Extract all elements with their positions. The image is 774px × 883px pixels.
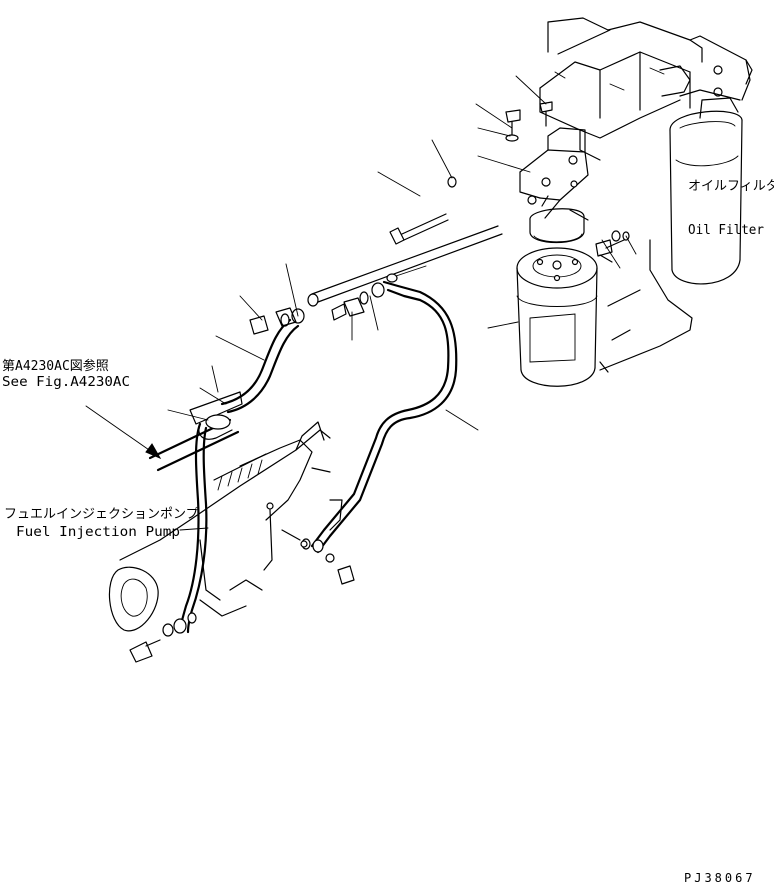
oil-filter-label-en: Oil Filter bbox=[688, 223, 764, 238]
fuel-injection-pump bbox=[108, 421, 343, 632]
pipe-fittings bbox=[129, 273, 398, 663]
oil-filter-main bbox=[669, 97, 743, 285]
oil-pipe-return bbox=[310, 280, 458, 554]
leader-lines bbox=[167, 75, 637, 531]
reference-arrow bbox=[85, 405, 162, 460]
oil-filter-label-jp: オイルフィルタ bbox=[688, 179, 774, 194]
fuel-pump-label-en: Fuel Injection Pump bbox=[16, 525, 180, 540]
filter-head-bolts bbox=[505, 101, 630, 257]
long-bolt bbox=[389, 176, 457, 245]
oil-pipe-supply bbox=[178, 225, 503, 634]
drawing-code: PJ38067 bbox=[684, 871, 756, 883]
engine-block-bracket bbox=[539, 17, 753, 161]
see-fig-label-jp: 第A4230AC図参照 bbox=[2, 358, 109, 374]
spin-on-filter-cartridge bbox=[516, 247, 598, 387]
filter-head-adapter bbox=[519, 127, 589, 243]
pipe-clamp bbox=[148, 391, 243, 472]
see-fig-label-en: See Fig.A4230AC bbox=[2, 375, 130, 390]
fuel-pump-label-jp: フュエルインジェクションポンプ bbox=[4, 507, 199, 522]
engine-block-lower bbox=[569, 209, 693, 373]
